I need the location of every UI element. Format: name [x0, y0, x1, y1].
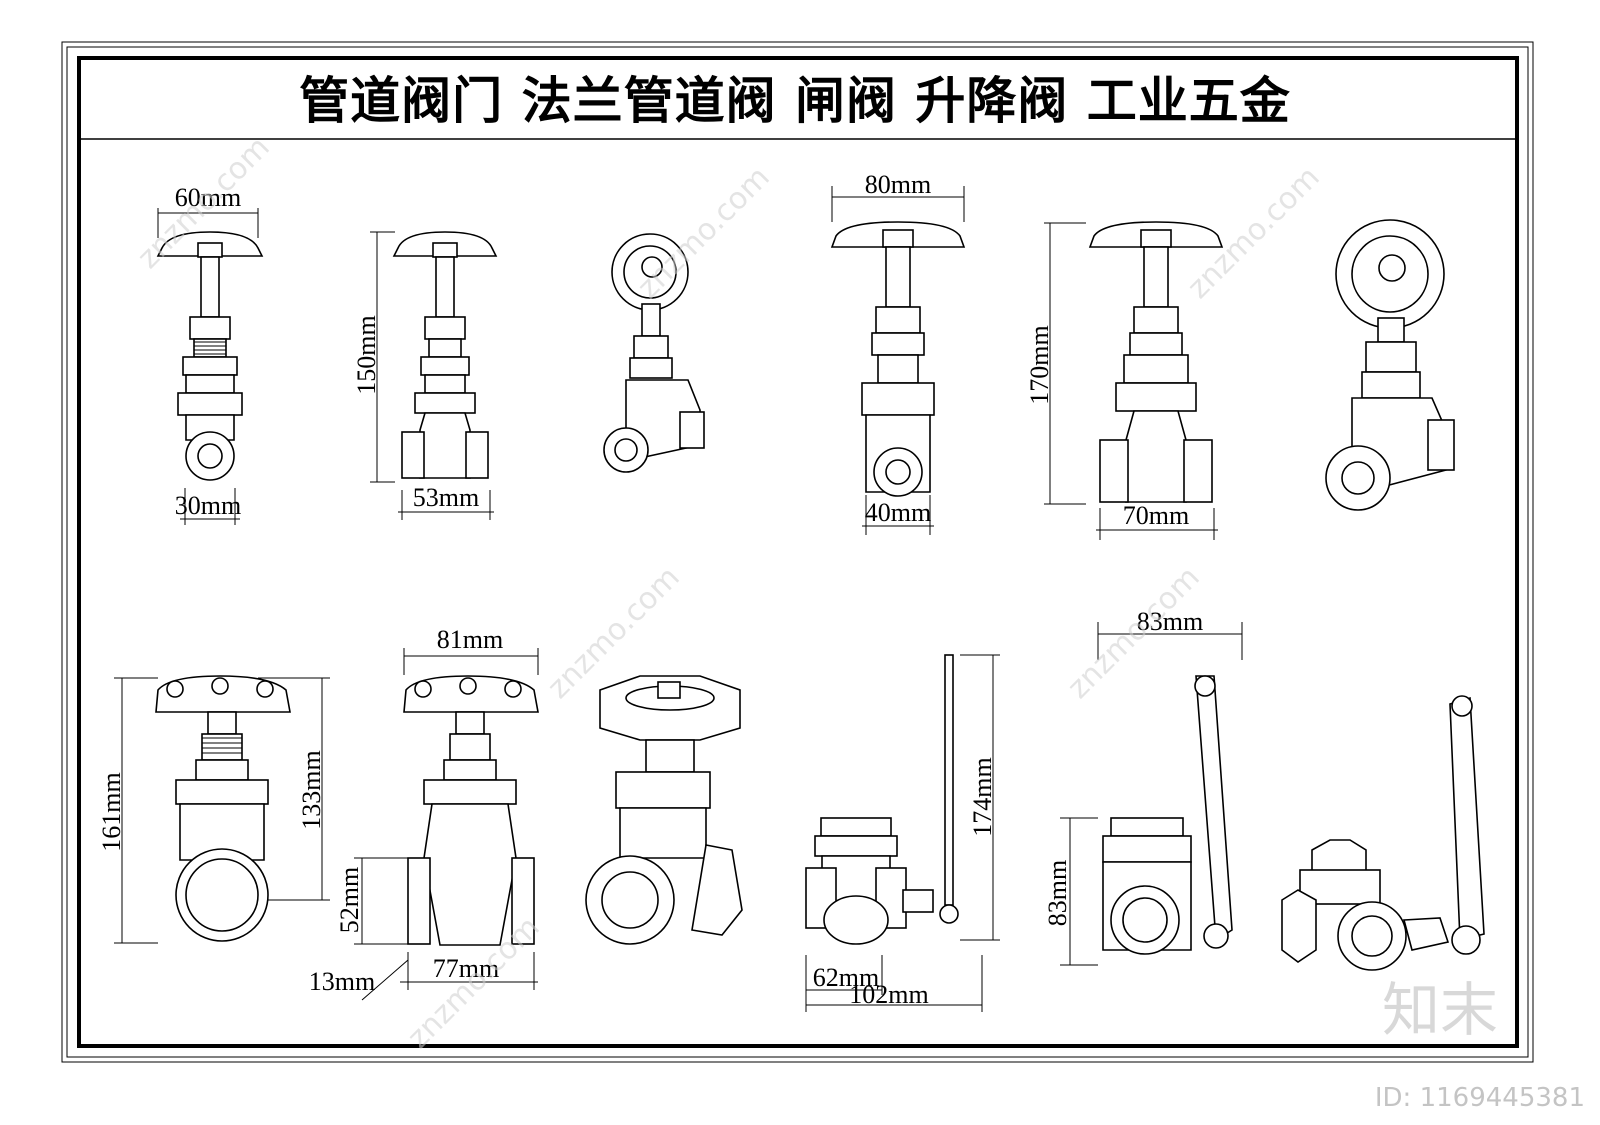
dim-v7-height: 161mm: [97, 772, 126, 851]
valve-9-perspective: [585, 675, 743, 945]
valve-1-front: 60mm 30mm: [156, 183, 264, 525]
dim-v1-bottom: 30mm: [175, 491, 241, 520]
valve-10-front: 174mm 62mm 102mm: [805, 654, 1000, 1012]
dim-v5-bottom: 70mm: [1123, 501, 1189, 530]
dim-v10-inner: 62mm: [813, 963, 879, 992]
dim-v11-top: 83mm: [1137, 607, 1203, 636]
valve-7-front: 161mm 133mm: [97, 675, 330, 944]
valve-3-perspective: [603, 233, 705, 473]
dim-v4-bottom: 40mm: [865, 498, 931, 527]
valve-8-side: 81mm 52mm 77mm 13mm: [309, 625, 539, 1001]
dim-v1-top: 60mm: [175, 183, 241, 212]
dim-v4-top: 80mm: [865, 170, 931, 199]
valve-4-front: 80mm 40mm: [830, 170, 966, 535]
dim-v8-left: 52mm: [335, 867, 364, 933]
dim-v8-bottom: 77mm: [433, 954, 499, 983]
dim-v5-height: 170mm: [1025, 325, 1054, 404]
watermark-2: znzmo.com: [631, 160, 777, 306]
dim-v8-bottom-left: 13mm: [309, 967, 375, 996]
valve-11-side: 83mm 83mm: [1043, 607, 1243, 966]
outer-frame-inner: [66, 46, 1529, 1058]
dim-v10-bottom: 102mm: [849, 980, 928, 1009]
valve-6-perspective: [1325, 219, 1455, 511]
valve-5-side: 170mm 70mm: [1025, 221, 1224, 540]
dim-v7-right: 133mm: [297, 750, 326, 829]
dim-v2-bottom: 53mm: [413, 483, 479, 512]
brand-logo-text: 知末: [1382, 976, 1498, 1044]
dim-v2-height: 150mm: [352, 315, 381, 394]
dim-v8-top: 81mm: [437, 625, 503, 654]
outer-frame: [61, 41, 1534, 1063]
drawing-border: [77, 56, 1519, 1048]
valve-12-perspective: [1281, 695, 1485, 971]
dim-v10-height: 174mm: [968, 757, 997, 836]
sheet-title: 管道阀门 法兰管道阀 闸阀 升降阀 工业五金: [299, 72, 1291, 130]
valve-2-side: 150mm 53mm: [352, 231, 498, 520]
dim-v11-left: 83mm: [1043, 860, 1072, 926]
image-id: ID: 1169445381: [1375, 1083, 1585, 1113]
